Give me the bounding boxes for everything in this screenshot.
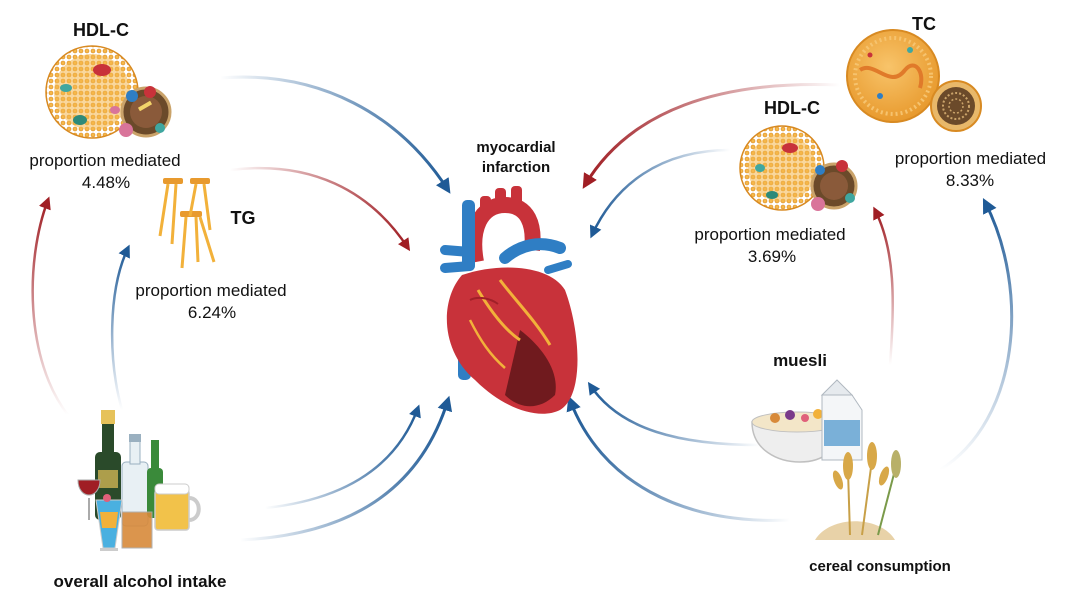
hdl-particle-icon: [739, 125, 858, 211]
hdl-left-label: HDL-C: [73, 20, 129, 40]
exposure-alcohol-label: overall alcohol intake: [53, 572, 227, 591]
milk-carton-icon: [820, 379, 863, 461]
tc-proportion-value: 8.33%: [945, 171, 995, 190]
tc-proportion-label: proportion mediated: [894, 149, 1047, 168]
exposure-cereal-label: cereal consumption: [809, 558, 951, 575]
arrow-tc-to-mi: [582, 82, 841, 189]
alcohol-drinks-icon: [77, 410, 201, 551]
arrow-hdl-to-mi: [219, 75, 451, 194]
arrow-cereal-to-tc: [939, 197, 1014, 472]
hdl-right-label: HDL-C: [764, 98, 820, 118]
hdl-left-proportion-label: proportion mediated: [29, 151, 181, 170]
arrow-alcohol-to-tg: [110, 244, 130, 411]
arrow-hdlr-to-mi: [589, 148, 731, 239]
triglyceride-icon: [158, 178, 216, 269]
hdl-particle-icon: [45, 45, 172, 139]
tg-label: TG: [230, 208, 256, 228]
arrow-cereal-to-mi-2: [566, 395, 791, 522]
tc-particle-icon: [846, 29, 982, 132]
hdl-left-proportion-value: 4.48%: [81, 173, 131, 192]
hdl-right-proportion-label: proportion mediated: [694, 225, 846, 244]
arrow-tg-to-mi: [229, 166, 411, 252]
outcome-label-line2: infarction: [481, 159, 551, 176]
arrow-cereal-to-hdlr: [873, 206, 895, 366]
cereal-grain-icon: [815, 442, 901, 540]
outcome-label-line1: myocardial: [476, 139, 556, 156]
arrow-alcohol-to-hdl: [31, 196, 69, 416]
arrow-alcohol-to-mi-2: [239, 395, 453, 542]
tg-proportion-label: proportion mediated: [135, 281, 287, 300]
tg-proportion-value: 6.24%: [187, 303, 237, 322]
arrow-alcohol-to-mi-1: [264, 404, 421, 510]
muesli-label: muesli: [773, 351, 827, 370]
heart-icon: [440, 186, 578, 414]
arrow-cereal-to-mi-1: [587, 381, 761, 447]
tc-label: TC: [912, 14, 936, 34]
hdl-right-proportion-value: 3.69%: [747, 247, 797, 266]
